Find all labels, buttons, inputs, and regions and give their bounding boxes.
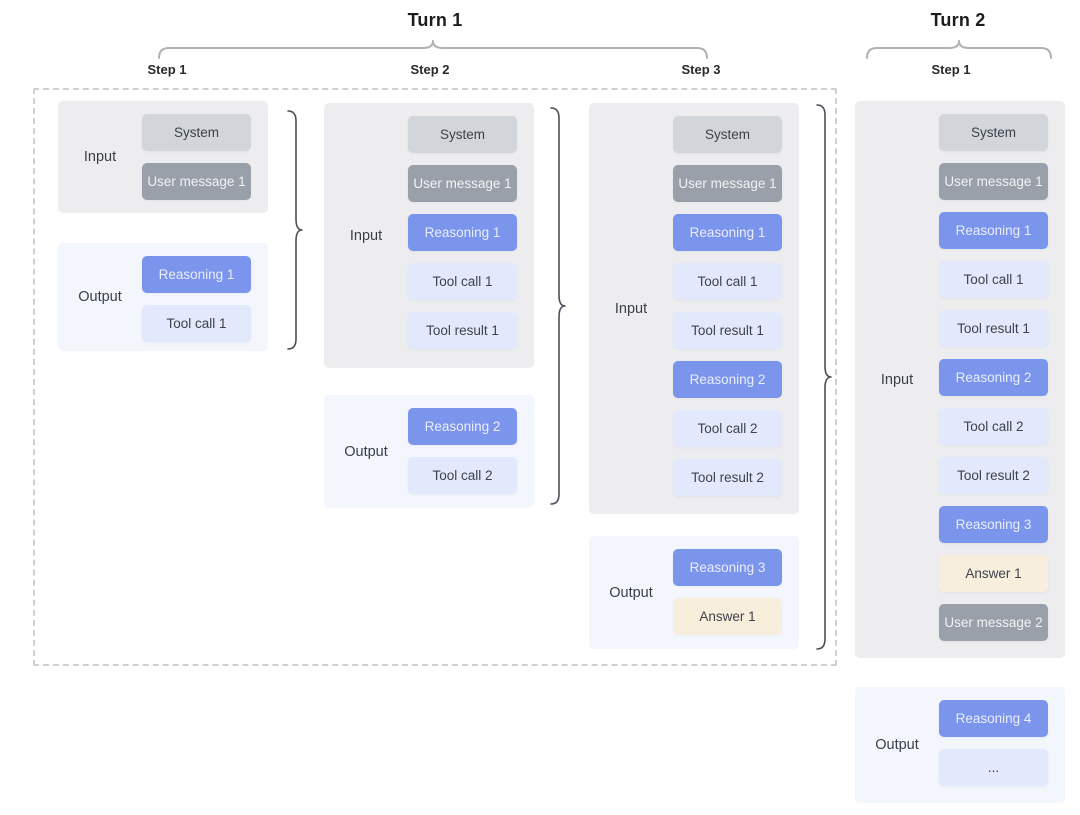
step-2-to-step-3-brace-icon	[550, 107, 566, 505]
chip-reasoning-2: Reasoning 2	[673, 361, 782, 398]
output-label: Output	[78, 289, 122, 305]
chip-tool-call-1: Tool call 1	[142, 305, 251, 342]
step-1-output-panel: Output Reasoning 1 Tool call 1	[58, 243, 268, 351]
chip-tool-call-1: Tool call 1	[408, 263, 517, 300]
step-1-label: Step 1	[147, 62, 187, 77]
step-1-input-panel: Input System User message 1	[58, 101, 268, 213]
chip-tool-call-2: Tool call 2	[408, 457, 517, 494]
chip-tool-call-2: Tool call 2	[939, 408, 1048, 445]
step-2-input-panel: Input System User message 1 Reasoning 1 …	[324, 103, 534, 368]
turn-2-brace-icon	[866, 40, 1052, 59]
step-2-label: Step 2	[410, 62, 450, 77]
chip-system: System	[408, 116, 517, 153]
turn-2-step-1-output-panel: Output Reasoning 4 ...	[855, 687, 1065, 803]
chip-tool-result-1: Tool result 1	[673, 312, 782, 349]
turn-1-dashed-boundary	[33, 88, 837, 666]
step-2-output-panel: Output Reasoning 2 Tool call 2	[324, 395, 534, 508]
chip-user-message-1: User message 1	[673, 165, 782, 202]
chip-system: System	[939, 114, 1048, 151]
chip-reasoning-1: Reasoning 1	[939, 212, 1048, 249]
chip-user-message-1: User message 1	[408, 165, 517, 202]
chip-answer-1: Answer 1	[939, 555, 1048, 592]
step-3-to-turn-2-brace-icon	[816, 104, 832, 650]
input-label: Input	[880, 371, 914, 388]
output-label: Output	[875, 737, 919, 753]
chip-user-message-2: User message 2	[939, 604, 1048, 641]
chip-system: System	[142, 114, 251, 151]
chip-reasoning-3: Reasoning 3	[939, 506, 1048, 543]
output-label: Output	[344, 443, 388, 460]
step-1-to-step-2-brace-icon	[287, 110, 303, 350]
output-label: Output	[609, 584, 653, 601]
chip-tool-result-1: Tool result 1	[408, 312, 517, 349]
chip-reasoning-2: Reasoning 2	[939, 359, 1048, 396]
chip-reasoning-2: Reasoning 2	[408, 408, 517, 445]
turn-2-step-1-input-panel: Input System User message 1 Reasoning 1 …	[855, 101, 1065, 658]
chip-reasoning-1: Reasoning 1	[408, 214, 517, 251]
chip-reasoning-1: Reasoning 1	[673, 214, 782, 251]
chip-tool-call-2: Tool call 2	[673, 410, 782, 447]
input-label: Input	[349, 227, 383, 244]
chip-tool-call-1: Tool call 1	[939, 261, 1048, 298]
turn-2-step-1-label: Step 1	[931, 62, 971, 77]
input-label: Input	[83, 149, 117, 165]
chip-reasoning-3: Reasoning 3	[673, 549, 782, 586]
chip-tool-call-1: Tool call 1	[673, 263, 782, 300]
chip-tool-result-1: Tool result 1	[939, 310, 1048, 347]
chip-ellipsis: ...	[939, 749, 1048, 786]
chip-system: System	[673, 116, 782, 153]
turn-1-brace-icon	[158, 40, 708, 59]
chip-tool-result-2: Tool result 2	[673, 459, 782, 496]
step-3-input-panel: Input System User message 1 Reasoning 1 …	[589, 103, 799, 514]
chip-user-message-1: User message 1	[939, 163, 1048, 200]
turn-1-title: Turn 1	[407, 10, 463, 30]
chip-answer-1: Answer 1	[673, 598, 782, 635]
step-3-label: Step 3	[681, 62, 721, 77]
chip-tool-result-2: Tool result 2	[939, 457, 1048, 494]
turn-2-title: Turn 2	[930, 10, 986, 30]
chip-reasoning-1: Reasoning 1	[142, 256, 251, 293]
chip-reasoning-4: Reasoning 4	[939, 700, 1048, 737]
chip-user-message-1: User message 1	[142, 163, 251, 200]
input-label: Input	[614, 300, 648, 317]
step-3-output-panel: Output Reasoning 3 Answer 1	[589, 536, 799, 649]
